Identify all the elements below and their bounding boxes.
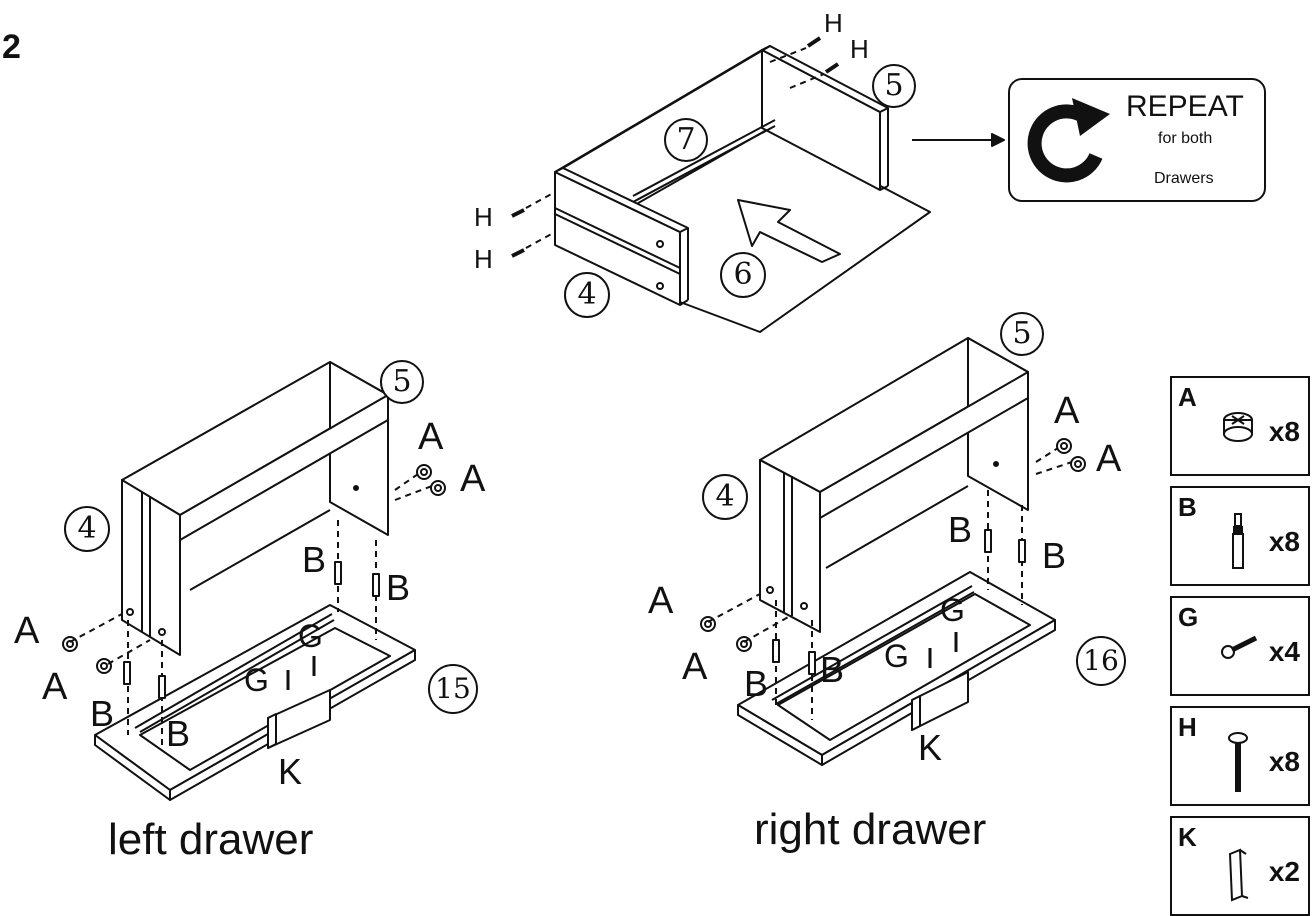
panel-16: 16: [1076, 636, 1126, 686]
label-b-right-4: B: [820, 649, 845, 690]
part-label: G: [1178, 602, 1199, 632]
part-qty: x8: [1268, 526, 1300, 557]
top-drawer-assembly: [511, 36, 1005, 333]
right-drawer-assembly: [700, 337, 1086, 766]
panel-15: 15: [428, 664, 478, 714]
label-a-right-l1: A: [648, 580, 674, 622]
label-b-left-4: B: [166, 713, 191, 754]
label-h-left-1: H: [474, 202, 493, 232]
label-b-left-2: B: [386, 567, 411, 608]
part-label: A: [1178, 382, 1197, 412]
panel-6: 6: [720, 252, 766, 298]
panel-7: 7: [664, 118, 708, 162]
label-a-right-r2: A: [1096, 438, 1122, 480]
part-box-k: K x2: [1170, 816, 1310, 916]
dowel-bolt-icon: [1232, 513, 1244, 569]
step-number: 2: [2, 28, 21, 66]
label-h-top-1: H: [824, 8, 843, 38]
panel-5-right: 5: [1000, 312, 1044, 356]
repeat-arrow-icon: [1027, 98, 1110, 183]
part-box-a: A x8: [1170, 376, 1310, 476]
label-g-left-2: G: [244, 662, 269, 698]
repeat-line-2: for both: [1158, 130, 1213, 147]
short-screw-icon: [1221, 635, 1258, 659]
part-qty: x8: [1268, 746, 1300, 777]
label-b-right-1: B: [948, 509, 973, 550]
caption-left-drawer: left drawer: [108, 815, 314, 864]
label-g-right-2: G: [884, 638, 909, 674]
label-a-left-r2: A: [460, 458, 486, 500]
label-k-left: K: [278, 751, 303, 792]
label-g-right-1: G: [940, 592, 965, 628]
label-b-left-1: B: [302, 539, 327, 580]
part-qty: x8: [1268, 416, 1300, 447]
part-qty: x2: [1268, 856, 1300, 887]
repeat-note: REPEAT for both Drawers: [1008, 78, 1266, 202]
label-a-left-r1: A: [418, 416, 444, 458]
caption-right-drawer: right drawer: [754, 805, 987, 854]
label-h-left-2: H: [474, 244, 493, 274]
cam-lock-icon: [1223, 412, 1253, 442]
label-b-right-2: B: [1042, 535, 1067, 576]
panel-5-left: 5: [380, 360, 424, 404]
repeat-line-3: Drawers: [1154, 170, 1214, 187]
label-b-left-3: B: [90, 693, 115, 734]
part-box-g: G x4: [1170, 596, 1310, 696]
part-box-h: H x8: [1170, 706, 1310, 806]
panel-4-top: 4: [564, 272, 610, 318]
repeat-title: REPEAT: [1126, 90, 1244, 123]
part-box-b: B x8: [1170, 486, 1310, 586]
label-a-right-l2: A: [682, 646, 708, 688]
part-label: H: [1178, 712, 1197, 742]
part-qty: x4: [1268, 636, 1300, 667]
handle-bracket-icon: [1228, 848, 1249, 902]
label-a-left-l2: A: [42, 666, 68, 708]
label-a-left-l1: A: [14, 610, 40, 652]
panel-4-left: 4: [64, 506, 110, 552]
label-k-right: K: [918, 727, 943, 768]
label-g-left-1: G: [298, 618, 323, 654]
part-label: B: [1178, 492, 1197, 522]
label-h-top-2: H: [850, 34, 869, 64]
panel-4-right: 4: [702, 474, 748, 520]
label-a-right-r1: A: [1054, 390, 1080, 432]
panel-5-top: 5: [872, 64, 916, 108]
left-drawer-assembly: [62, 361, 446, 801]
long-screw-icon: [1228, 732, 1248, 792]
label-b-right-3: B: [744, 663, 769, 704]
part-label: K: [1178, 822, 1197, 852]
